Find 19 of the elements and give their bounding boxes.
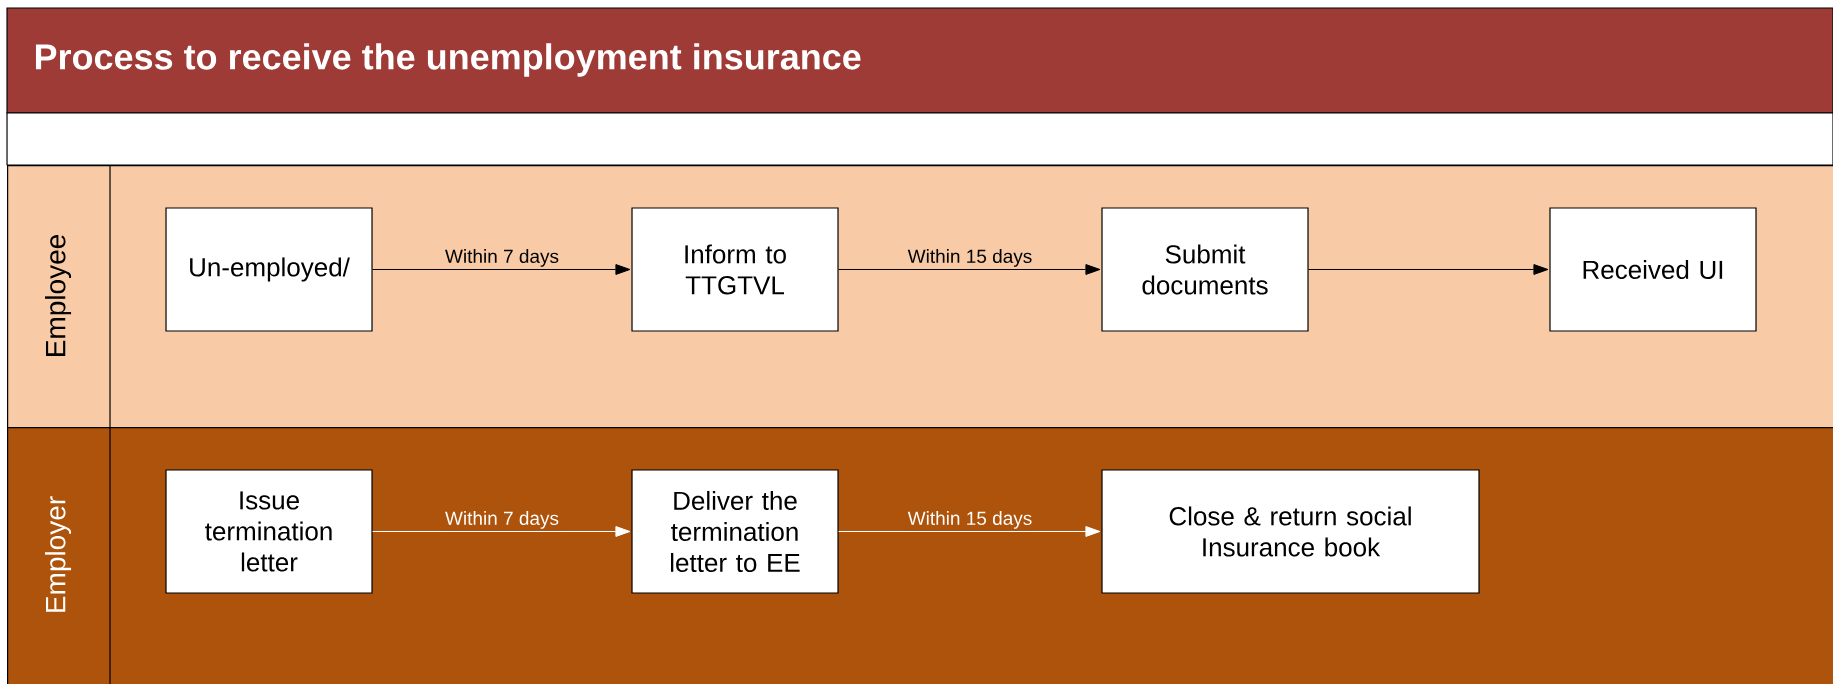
edge-label: Within 15 days: [906, 247, 1034, 269]
arrow: [1308, 264, 1549, 275]
title-bar: Process to receive the unemployment insurance: [6, 7, 1833, 114]
process-box: Inform to TTGTVL: [631, 207, 839, 332]
process-box: Received UI: [1549, 207, 1757, 332]
process-box: Close & return social Insurance book: [1101, 469, 1480, 594]
arrow: [838, 526, 1101, 537]
edge-label: Within 7 days: [443, 509, 561, 531]
process-box: Submit documents: [1101, 207, 1309, 332]
arrow: [838, 264, 1101, 275]
process-box: Deliver the termination letter to EE: [631, 469, 839, 594]
process-box: Un-employed/: [165, 207, 373, 332]
lane-label: Employer: [45, 496, 72, 612]
arrow: [372, 526, 631, 537]
process-box: Issue termination letter: [165, 469, 373, 594]
edge-label: Within 7 days: [443, 247, 561, 269]
lane-label: Employee: [45, 235, 72, 356]
edge-label: Within 15 days: [906, 509, 1034, 531]
arrow: [372, 264, 631, 275]
